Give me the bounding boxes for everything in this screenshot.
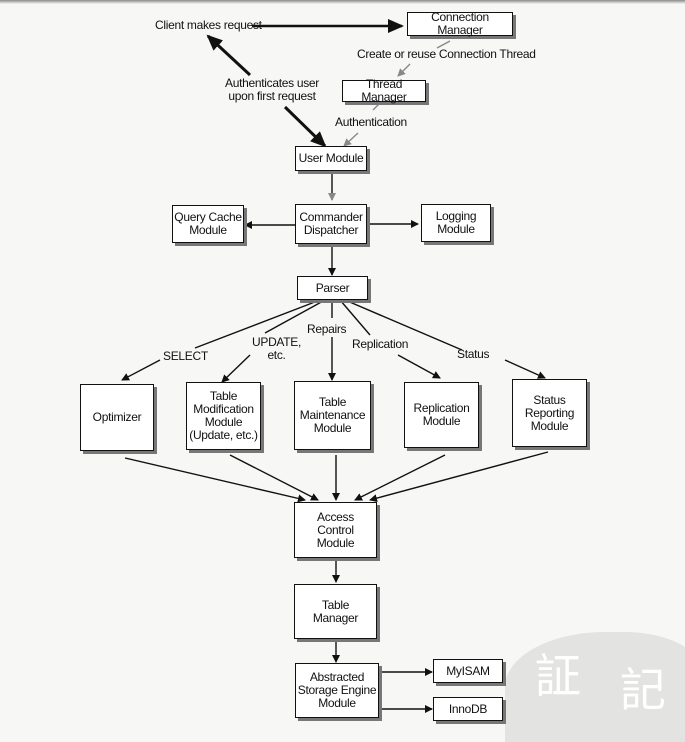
arrow-tablemod-to-access xyxy=(229,454,319,501)
table-maintenance-box: Table Maintenance Module xyxy=(294,381,371,450)
arrow-parser-update xyxy=(222,299,326,382)
arrow-auth-to-user xyxy=(283,105,327,148)
table-modification-box: Table Modification Module (Update, etc.) xyxy=(186,382,261,450)
update-label: UPDATE, etc. xyxy=(252,335,302,362)
arrow-create-to-thread xyxy=(397,63,411,77)
replication-module-box: Replication Module xyxy=(404,382,479,448)
create-thread-label: Create or reuse Connection Thread xyxy=(357,47,536,61)
repairs-label: Repairs xyxy=(307,322,347,336)
authentication-label: Authentication xyxy=(335,115,407,129)
user-module-box: User Module xyxy=(295,146,367,171)
logging-module-box: Logging Module xyxy=(421,204,491,242)
arrow-auth-to-client xyxy=(206,34,252,77)
arrow-thread-to-auth xyxy=(372,102,381,111)
arrow-authentication-to-user xyxy=(343,132,359,147)
arrow-connection-to-thread xyxy=(436,40,451,49)
access-control-box: Access Control Module xyxy=(294,502,377,558)
arrow-status-to-access xyxy=(369,451,549,503)
arrow-parser-select xyxy=(122,299,321,380)
thread-manager-box: Thread Manager xyxy=(342,78,426,104)
top-edge-shadow xyxy=(0,0,685,4)
parser-box: Parser xyxy=(297,276,368,300)
status-label: Status xyxy=(457,347,490,361)
client-request-label: Client makes request xyxy=(155,18,262,32)
watermark-seal: 証 記 xyxy=(505,632,685,742)
arrow-parser-status xyxy=(344,299,545,378)
optimizer-box: Optimizer xyxy=(80,384,154,451)
status-reporting-box: Status Reporting Module xyxy=(512,379,587,447)
connection-manager-box: Connection Manager xyxy=(407,11,513,37)
innodb-box: InnoDB xyxy=(433,697,503,721)
select-label: SELECT xyxy=(163,349,208,363)
commander-dispatcher-box: Commander Dispatcher xyxy=(295,204,367,244)
arrow-replication-to-access xyxy=(354,454,446,501)
replication-label: Replication xyxy=(352,337,409,351)
arrow-parser-replication xyxy=(339,299,440,378)
query-cache-box: Query Cache Module xyxy=(172,205,244,243)
table-manager-box: Table Manager xyxy=(294,584,377,639)
myisam-box: MyISAM xyxy=(433,659,503,683)
watermark-glyph: 記 xyxy=(620,663,666,717)
storage-engine-box: Abstracted Storage Engine Module xyxy=(295,663,379,718)
arrow-optimizer-to-access xyxy=(124,457,306,503)
watermark-glyph: 証 xyxy=(535,649,581,703)
authenticates-label: Authenticates user upon first request xyxy=(225,76,319,103)
